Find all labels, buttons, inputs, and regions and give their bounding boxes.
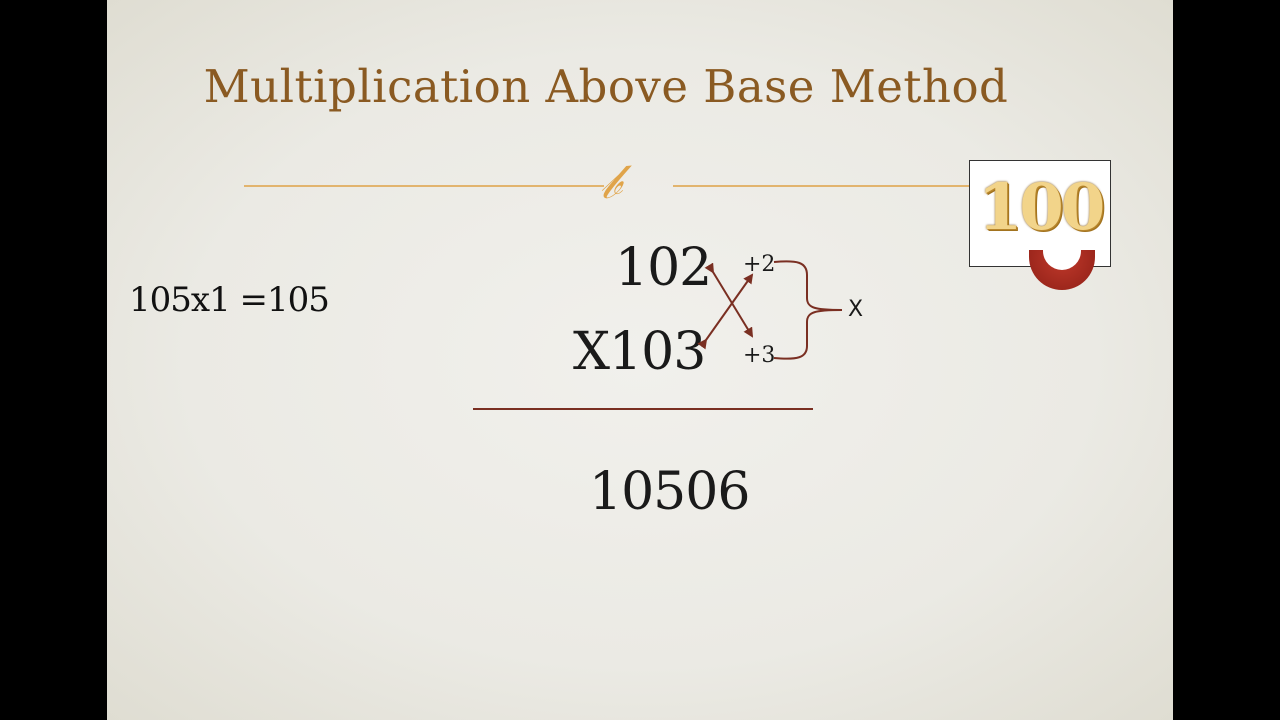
cross-arrows-diagram [697,260,843,360]
slide-title: Multiplication Above Base Method [203,60,1009,113]
curly-brace-icon [773,260,843,360]
cross-arrow-up [697,273,754,350]
answer: 10506 [589,462,750,522]
multiplicand: 102 [615,238,712,298]
slide: Multiplication Above Base Method 𝒷​ 100 … [107,0,1173,720]
side-note: 105x1 =105 [129,280,330,320]
base-value: 100 [977,170,1106,245]
divider-right [673,185,973,187]
ornament-icon: 𝒷​ [600,154,621,210]
base-arc-inner [1043,250,1081,270]
base-box [969,160,1111,267]
multiplier: X103 [573,322,706,382]
result-rule [473,408,813,410]
brace-label: X [848,297,864,322]
divider-left [244,185,604,187]
